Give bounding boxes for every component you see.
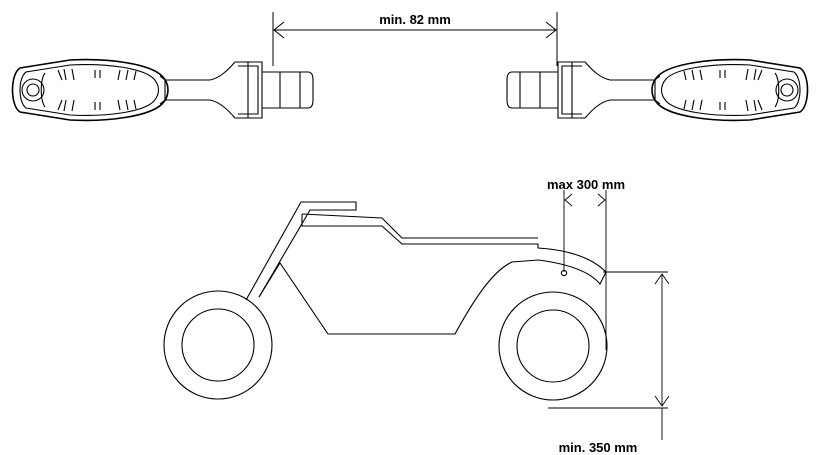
rear-rim: [516, 309, 590, 383]
height-label: min. 350 mm: [559, 440, 638, 455]
spacing-label: min. 82 mm: [379, 12, 451, 27]
rear-offset-label: max 300 mm: [547, 177, 625, 192]
left-turn-signal: [11, 58, 314, 122]
spacing-dimension: [272, 12, 558, 66]
motorcycle-outline: [163, 201, 608, 401]
height-dimension: [548, 271, 670, 440]
front-wheel: [163, 290, 273, 400]
rear-offset-dimension: [563, 190, 607, 350]
right-turn-signal: [506, 58, 809, 122]
rear-wheel: [498, 291, 608, 401]
front-rim: [181, 308, 255, 382]
